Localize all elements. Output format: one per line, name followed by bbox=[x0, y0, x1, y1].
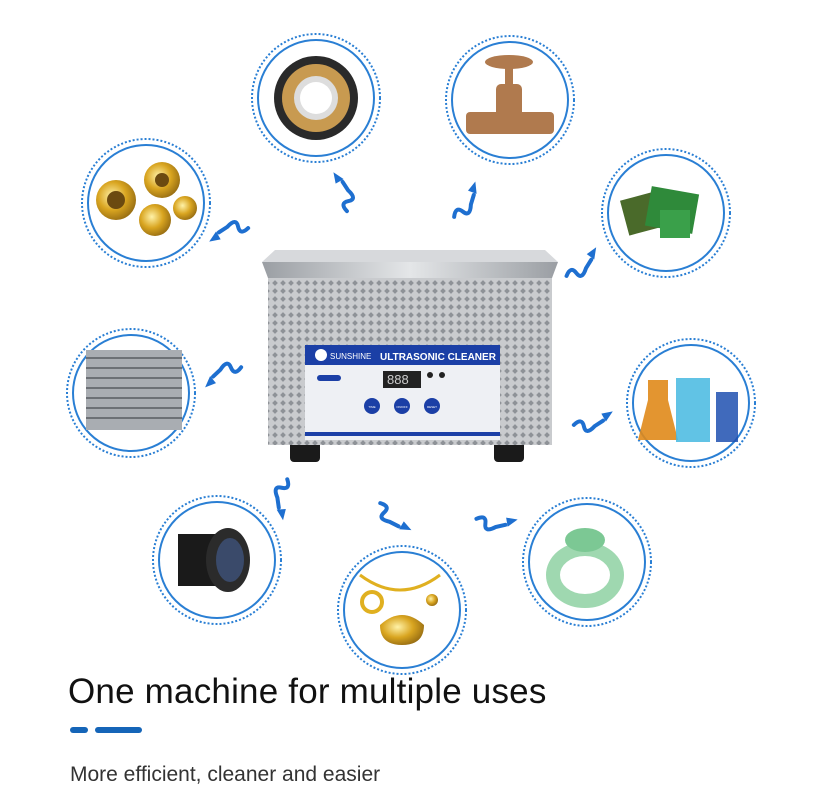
accent-dash bbox=[70, 727, 88, 733]
use-gold-jewelry bbox=[337, 545, 467, 675]
reset-button[interactable]: RESET bbox=[424, 398, 440, 414]
brand-label: SUNSHINE bbox=[330, 352, 371, 361]
gold-jewelry-icon bbox=[359, 573, 441, 645]
jade-ring-icon bbox=[546, 528, 624, 608]
use-valve bbox=[445, 35, 575, 165]
use-brass-fittings bbox=[81, 138, 211, 268]
use-radiator bbox=[66, 328, 196, 458]
svg-text:ON/OFF: ON/OFF bbox=[396, 405, 407, 409]
valve-icon bbox=[466, 55, 554, 134]
radiator-icon bbox=[86, 350, 182, 430]
brass-fittings-icon bbox=[96, 162, 197, 236]
accent-dash bbox=[95, 727, 142, 733]
time-button[interactable]: TIME bbox=[364, 398, 380, 414]
use-jade-ring bbox=[522, 497, 652, 627]
svg-text:RESET: RESET bbox=[427, 405, 437, 409]
headline: One machine for multiple uses bbox=[68, 672, 547, 711]
camera-lens-icon bbox=[178, 528, 250, 592]
use-circuit-board bbox=[601, 148, 731, 278]
ultrasonic-cleaner-machine: SUNSHINE ULTRASONIC CLEANER 888 TIME ON/… bbox=[262, 250, 558, 462]
product-label: ULTRASONIC CLEANER bbox=[380, 352, 497, 363]
use-camera-lens bbox=[152, 495, 282, 625]
bearing-icon bbox=[274, 56, 358, 140]
use-lab-beakers bbox=[626, 338, 756, 468]
timer-display: 888 bbox=[387, 372, 409, 387]
circuit-board-icon bbox=[620, 186, 700, 238]
svg-text:TIME: TIME bbox=[368, 405, 375, 409]
use-bearing bbox=[251, 33, 381, 163]
lab-beakers-icon bbox=[638, 378, 738, 442]
subtitle: More efficient, cleaner and easier bbox=[70, 763, 381, 786]
power-button[interactable]: ON/OFF bbox=[394, 398, 410, 414]
